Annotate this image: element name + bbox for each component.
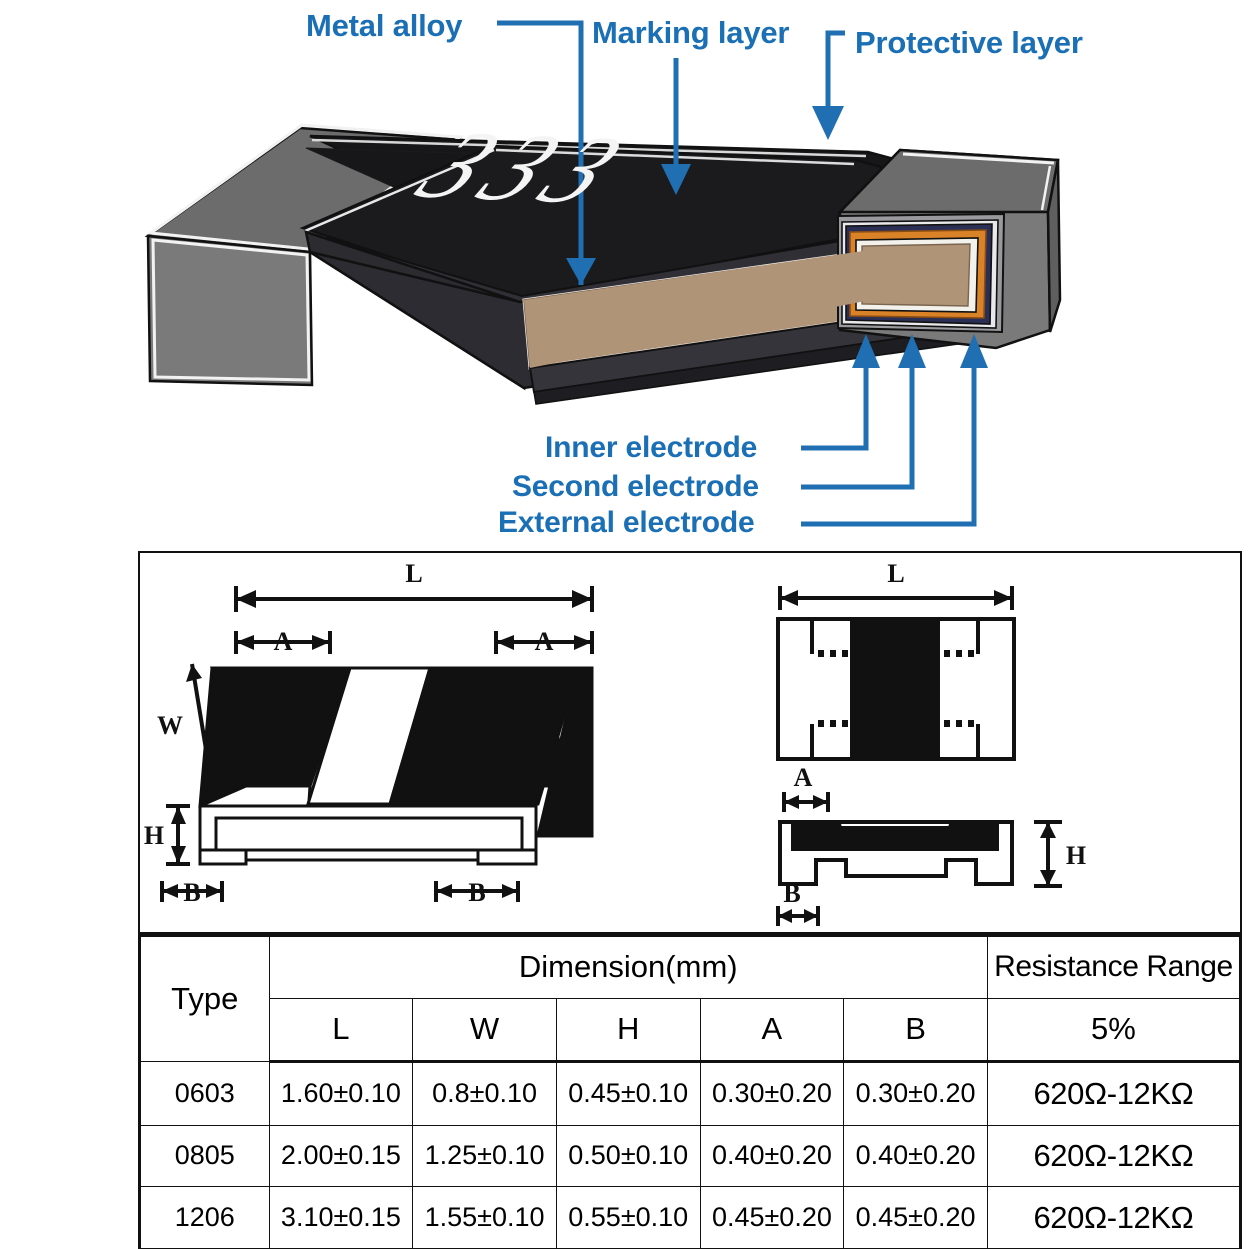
cell-L: 2.00±0.15: [268, 1124, 414, 1188]
callout-label-marking-layer: Marking layer: [592, 15, 790, 50]
sideview-label-H: H: [1066, 841, 1086, 870]
callout-label-external-electrode: External electrode: [498, 506, 755, 539]
cell-H: 0.55±0.10: [555, 1186, 701, 1249]
cell-W: 1.25±0.10: [412, 1124, 557, 1188]
header-dimension-group: Dimension(mm): [268, 936, 988, 999]
table-row: 1206 3.10±0.15 1.55±0.10 0.55±0.10 0.45±…: [140, 1186, 1241, 1249]
callout-label-metal-alloy: Metal alloy: [306, 8, 463, 43]
callout-arrowheads-top: [566, 106, 844, 285]
header-col-H: H: [555, 997, 701, 1064]
resistor-body-front: [304, 230, 848, 391]
resistor-body-top: [305, 134, 1041, 233]
table-header-row-1: Type Dimension(mm) Resistance Range: [140, 935, 1241, 1063]
cell-resistance: 620Ω-12KΩ: [986, 1061, 1241, 1126]
table-row: 0805 2.00±0.15 1.25±0.10 0.50±0.10 0.40±…: [140, 1124, 1241, 1188]
left-end-cap-icon: [144, 123, 466, 387]
cell-resistance: 620Ω-12KΩ: [986, 1124, 1241, 1188]
callout-leaders-top: [497, 20, 845, 285]
cell-H: 0.50±0.10: [555, 1124, 701, 1188]
external-electrode-arrowhead: [960, 334, 988, 368]
iso-label-A-left: A: [274, 627, 293, 656]
cell-type: 0805: [140, 1124, 270, 1188]
specification-table: Type Dimension(mm) Resistance Range L W …: [140, 935, 1241, 1249]
marking-layer-arrowhead: [661, 164, 691, 195]
second-electrode-arrowhead: [898, 334, 926, 368]
dimension-drawing-panel: L A A W H B B: [138, 551, 1242, 932]
inner-electrode-arrowhead: [852, 334, 880, 368]
cell-A: 0.45±0.20: [699, 1186, 845, 1249]
dimension-drawings: L A A W H B B: [144, 559, 1086, 926]
iso-view: [160, 586, 594, 902]
callout-label-inner-electrode: Inner electrode: [545, 431, 758, 464]
marking-layer-surface: [299, 144, 1005, 302]
table-row: 0603 1.60±0.10 0.8±0.10 0.45±0.10 0.30±0…: [140, 1061, 1241, 1126]
cell-L: 3.10±0.15: [268, 1186, 414, 1249]
protective-layer-arrowhead: [812, 106, 844, 140]
callout-label-second-electrode: Second electrode: [512, 470, 759, 503]
sideview-label-A: A: [794, 763, 813, 792]
table-header-row-2: L W H A B 5%: [141, 997, 1241, 1064]
header-col-A: A: [699, 997, 845, 1064]
header-tolerance: 5%: [986, 997, 1241, 1064]
header-resistance-group: Resistance Range: [986, 936, 1241, 999]
cell-B: 0.40±0.20: [843, 1124, 988, 1188]
cell-H: 0.45±0.10: [555, 1061, 701, 1126]
header-col-L: L: [268, 997, 414, 1064]
iso-label-H: H: [144, 821, 164, 850]
cell-W: 0.8±0.10: [412, 1061, 557, 1126]
callout-label-protective-layer: Protective layer: [855, 25, 1083, 60]
header-col-W: W: [412, 997, 557, 1064]
header-type: Type: [140, 935, 270, 1063]
iso-label-B-right: B: [468, 878, 485, 907]
metal-alloy-layer: [522, 238, 954, 370]
cell-B: 0.30±0.20: [843, 1061, 988, 1126]
cell-type: 0603: [140, 1061, 270, 1126]
cell-B: 0.45±0.20: [843, 1186, 988, 1249]
callout-leaders-bottom: [801, 368, 977, 527]
cell-W: 1.55±0.10: [412, 1186, 557, 1249]
right-end-electrode-stack: [524, 148, 1062, 368]
lower-substrate-layer: [528, 304, 959, 405]
cell-type: 1206: [140, 1186, 270, 1249]
iso-label-B-left: B: [183, 878, 200, 907]
marking-text-333: 333: [396, 112, 657, 224]
cell-L: 1.60±0.10: [268, 1061, 414, 1126]
header-col-B: B: [843, 997, 988, 1064]
cell-A: 0.40±0.20: [699, 1124, 845, 1188]
svg-text:333: 333: [396, 112, 657, 224]
topview-label-L: L: [887, 559, 904, 588]
metal-alloy-arrowhead: [566, 258, 596, 285]
specification-table-wrapper: Type Dimension(mm) Resistance Range L W …: [138, 932, 1242, 1249]
iso-label-A-right: A: [535, 627, 554, 656]
cell-A: 0.30±0.20: [699, 1061, 845, 1126]
iso-label-L: L: [405, 559, 422, 588]
sideview-label-B: B: [783, 879, 800, 908]
orthographic-views: [776, 586, 1062, 926]
cell-resistance: 620Ω-12KΩ: [986, 1186, 1241, 1249]
callout-arrowheads-bottom: [852, 334, 988, 368]
iso-label-W: W: [157, 711, 183, 740]
